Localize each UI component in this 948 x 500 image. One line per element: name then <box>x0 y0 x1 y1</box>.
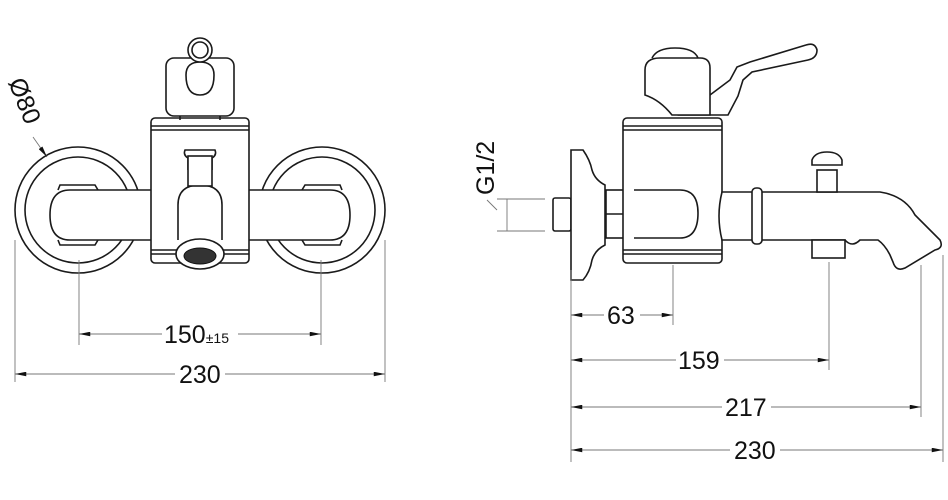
side-handle-cap <box>644 57 711 116</box>
diameter-label: Ø80 <box>2 74 46 128</box>
centers-value: 150 <box>164 321 206 349</box>
dim-159: 159 <box>678 347 720 375</box>
wall-flange <box>570 149 606 281</box>
centers-label: 150±15 <box>164 321 229 349</box>
diverter-knob <box>811 151 843 166</box>
dim-63: 63 <box>607 302 635 330</box>
left-arm <box>49 189 160 241</box>
side-dimensions: G1/2 63 159 217 230 <box>472 141 944 465</box>
front-view <box>14 37 386 274</box>
front-dimensions: Ø80 150±15 230 <box>2 74 386 389</box>
threaded-stub <box>552 197 572 232</box>
dim-217: 217 <box>725 394 767 422</box>
front-width-label: 230 <box>179 361 221 389</box>
hand-shower-outlet <box>811 239 846 259</box>
centers-tolerance: ±15 <box>206 330 229 346</box>
side-view <box>552 43 942 281</box>
diverter-stem <box>816 169 838 193</box>
lever-handle <box>677 43 818 116</box>
spout-ring <box>751 187 763 245</box>
thread-label: G1/2 <box>472 141 500 195</box>
right-arm <box>240 189 351 241</box>
dim-230: 230 <box>734 437 776 465</box>
handle-cap <box>165 57 235 117</box>
